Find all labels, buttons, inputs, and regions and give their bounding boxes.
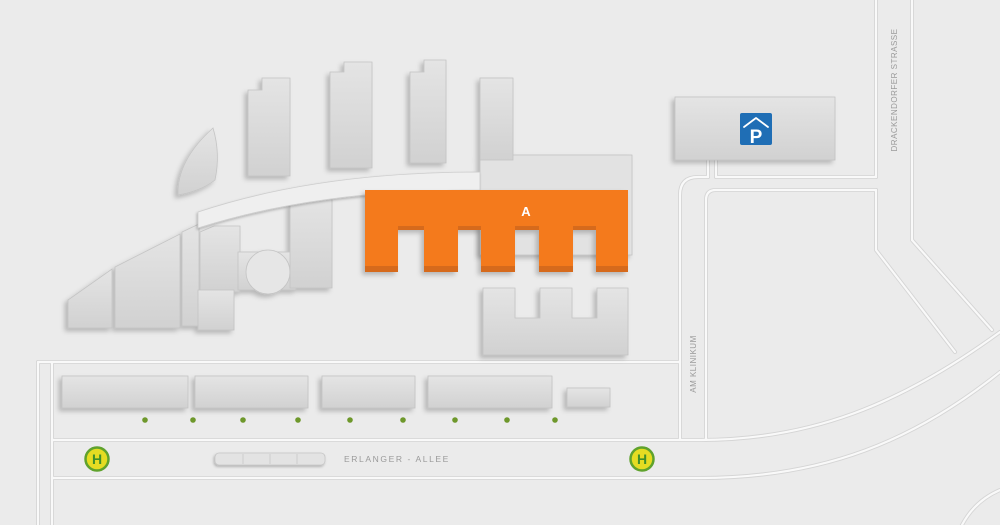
- building-a-footprint[interactable]: [365, 190, 628, 272]
- building-tower-3: [409, 59, 447, 164]
- bus-stop-west-label: H: [92, 451, 102, 467]
- building-west-wing: [199, 225, 241, 293]
- tree: [295, 417, 301, 423]
- building-a-label: A: [521, 204, 531, 219]
- building-row-3: [321, 375, 416, 409]
- tree: [452, 417, 458, 423]
- parking-sign-background: [740, 113, 772, 145]
- building-a-shading: [365, 226, 628, 272]
- building-wedge-west: [67, 268, 113, 329]
- bus-stop-west-icon[interactable]: H: [84, 446, 110, 472]
- building-row-2: [194, 375, 309, 409]
- building-wedge-middle: [114, 233, 181, 329]
- bus-stop-east-sign[interactable]: [629, 446, 655, 472]
- tree: [347, 417, 353, 423]
- building-a[interactable]: A: [365, 190, 628, 272]
- building-west-annex: [197, 289, 235, 331]
- tree: [552, 417, 558, 423]
- building-wedge-east: [181, 223, 200, 327]
- tram-platform: [214, 452, 326, 466]
- bus-stop-east-icon[interactable]: H: [629, 446, 655, 472]
- parking-garage-building[interactable]: [674, 96, 836, 161]
- tree: [240, 417, 246, 423]
- tree: [190, 417, 196, 423]
- building-east-wing: [289, 195, 333, 289]
- building-tower-2: [329, 61, 373, 169]
- building-tower-4: [479, 77, 514, 161]
- building-row-4: [427, 375, 553, 409]
- tree: [504, 417, 510, 423]
- parking-label: P: [750, 127, 763, 148]
- tram-platform-dividers: [242, 454, 298, 464]
- street-label-drackendorfer-strasse: DRACKENDORFER STRASSE: [890, 29, 899, 152]
- bus-stop-west-sign[interactable]: [84, 446, 110, 472]
- tree-row: [142, 417, 558, 423]
- building-rotunda: [245, 249, 291, 295]
- street-label-am-klinikum: AM KLINIKUM: [689, 335, 698, 393]
- building-leaf: [177, 127, 218, 196]
- parking-roof-line: [743, 117, 769, 128]
- parking-garage[interactable]: P: [674, 96, 836, 161]
- building-south-comb: [482, 287, 629, 356]
- parking-icon[interactable]: P: [740, 113, 772, 148]
- building-tower-1: [247, 77, 291, 177]
- building-row-1: [61, 375, 189, 409]
- campus-buildings: [61, 59, 633, 409]
- tree: [400, 417, 406, 423]
- bus-stop-east-label: H: [637, 451, 647, 467]
- street-label-erlanger-allee: ERLANGER - ALLEE: [344, 454, 450, 464]
- tree: [142, 417, 148, 423]
- building-row-5: [566, 387, 611, 408]
